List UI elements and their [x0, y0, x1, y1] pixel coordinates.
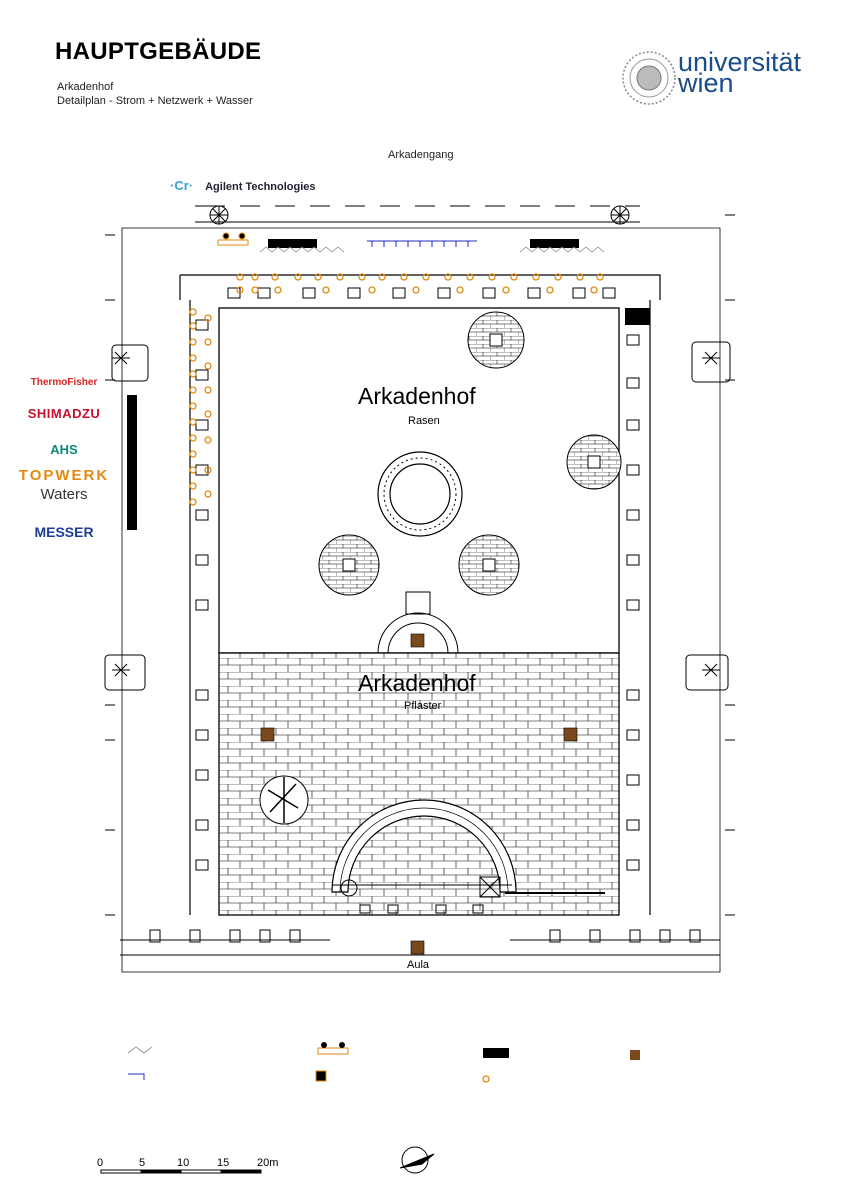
lawn-title: Arkadenhof — [358, 383, 476, 409]
north-wall-piers — [195, 205, 640, 223]
arcade-outer-wall — [121, 227, 721, 973]
corner-roses — [209, 205, 630, 225]
sponsor-shimadzu: SHIMADZU — [27, 406, 101, 421]
booth-tables — [127, 239, 650, 530]
power-dots — [189, 273, 604, 506]
university-wordmark-line1: universität — [678, 47, 802, 77]
legend-icons — [127, 1042, 640, 1083]
scale-label-0: 0 — [97, 1157, 104, 1169]
agilent-spark-icon: ·Cr· — [170, 178, 194, 193]
pier-row-north — [227, 287, 616, 299]
west-pier-column — [195, 319, 209, 871]
university-wordmark: universität wien — [678, 47, 802, 98]
paved-arch — [331, 799, 517, 893]
east-pier-column — [626, 334, 640, 871]
page-title: HAUPTGEBÄUDE — [55, 38, 262, 65]
university-seal-logo — [622, 51, 676, 105]
sponsor-messer: MESSER — [34, 524, 94, 540]
lawn-area — [218, 307, 620, 654]
monument — [377, 591, 459, 654]
scale-bar — [100, 1169, 262, 1174]
paved-title: Arkadenhof — [358, 670, 476, 696]
water-connection-markers — [260, 633, 578, 955]
sponsor-agilent: ·Cr· Agilent Technologies — [170, 178, 316, 193]
aula-label: Aula — [407, 959, 430, 971]
sponsor-thermofisher: ThermoFisher — [30, 377, 98, 388]
scale-label-10: 10 — [177, 1157, 190, 1169]
subtitle-location: Arkadenhof — [57, 81, 114, 93]
sponsor-agilent-label: Agilent Technologies — [205, 181, 316, 193]
power-outlet-pairs — [217, 232, 249, 246]
scale-label-5: 5 — [139, 1157, 146, 1169]
north-arrow — [399, 1146, 435, 1174]
subtitle-plan-type: Detailplan - Strom + Netzwerk + Wasser — [57, 95, 253, 107]
sponsor-waters: Waters — [40, 486, 88, 503]
side-stair-stars — [104, 341, 731, 691]
network-outlets — [367, 240, 477, 247]
university-wordmark-line2: wien — [678, 68, 734, 98]
south-wall — [120, 929, 720, 956]
sponsor-ahs: AHS — [50, 442, 78, 457]
booth-zigzags — [259, 246, 605, 253]
fountain — [377, 451, 463, 537]
scale-label-15: 15 — [217, 1157, 230, 1169]
sponsor-topwerk: TOPWERK — [18, 467, 110, 484]
corridor-label: Arkadengang — [388, 149, 454, 161]
paved-tree — [259, 775, 309, 825]
lawn-subtitle: Rasen — [408, 415, 440, 427]
lawn-trees — [318, 311, 622, 596]
paved-subtitle: Pflaster — [404, 700, 442, 712]
scale-label-20: 20m — [257, 1157, 279, 1169]
aula-entrance — [332, 876, 605, 914]
